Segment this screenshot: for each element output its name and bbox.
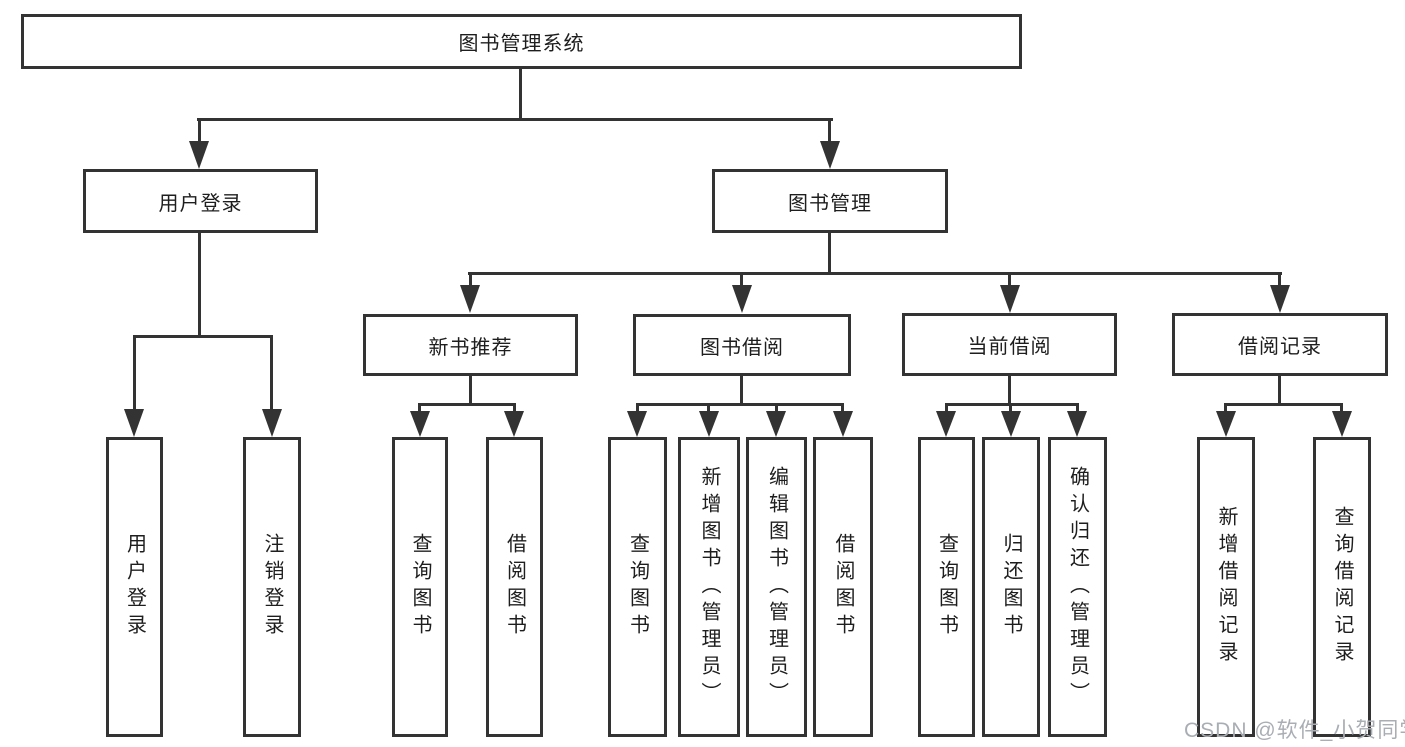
leaf-query-book-1: 查询图书 — [392, 437, 448, 737]
connector-book-mgmt-bar — [468, 272, 1282, 275]
connector-book-borrow-bar — [636, 403, 844, 406]
connector-borrow-record-bar — [1225, 403, 1343, 406]
leaf-borrow-book-1: 借阅图书 — [486, 437, 543, 737]
leaf-return-book-label: 归还图书 — [1000, 533, 1022, 641]
leaf-borrow-book-2: 借阅图书 — [813, 437, 873, 737]
arrow-to-leaf-query-record — [1332, 411, 1352, 437]
connector-new-book-bar — [419, 403, 516, 406]
leaf-confirm-return: 确认归还（管理员） — [1048, 437, 1107, 737]
arrow-to-leaf-query-book-1 — [410, 411, 430, 437]
node-user-login-label: 用户登录 — [158, 192, 243, 215]
node-user-login: 用户登录 — [83, 169, 318, 233]
arrow-to-leaf-edit-book — [766, 411, 786, 437]
arrow-to-new-book-rec — [460, 285, 480, 313]
leaf-query-book-2-label: 查询图书 — [626, 533, 649, 641]
leaf-logout-label: 注销登录 — [261, 533, 283, 641]
connector-borrow-record-stem — [1278, 376, 1281, 403]
leaf-return-book: 归还图书 — [982, 437, 1040, 737]
arrow-to-borrow-record — [1270, 285, 1290, 313]
connector-leaf-logout-drop — [270, 335, 273, 410]
connector-leaf-login-drop — [133, 335, 136, 410]
connector-leaf-drop — [636, 403, 639, 411]
arrow-to-leaf-borrow-book-2 — [833, 411, 853, 437]
leaf-edit-book: 编辑图书（管理员） — [746, 437, 807, 737]
leaf-add-record-label: 新增借阅记录 — [1215, 506, 1237, 668]
leaf-user-login-label: 用户登录 — [123, 533, 146, 641]
node-root: 图书管理系统 — [21, 14, 1022, 69]
node-new-book-rec-label: 新书推荐 — [428, 336, 513, 359]
node-borrow-record: 借阅记录 — [1172, 313, 1388, 376]
arrow-to-current-borrow — [1000, 285, 1020, 313]
connector-leaf-drop — [513, 403, 516, 411]
csdn-watermark: CSDN @软件_小贺同学 — [1184, 719, 1405, 742]
leaf-query-record: 查询借阅记录 — [1313, 437, 1371, 737]
leaf-query-book-3-label: 查询图书 — [935, 533, 958, 641]
leaf-add-record: 新增借阅记录 — [1197, 437, 1255, 737]
connector-book-mgmt-stem — [828, 233, 831, 272]
arrow-to-user-login — [189, 141, 209, 169]
leaf-edit-book-label: 编辑图书（管理员） — [765, 465, 788, 709]
arrow-to-leaf-query-book-3 — [936, 411, 956, 437]
connector-leaf-drop — [1009, 403, 1012, 411]
connector-leaf-drop — [1076, 403, 1079, 411]
node-book-borrow: 图书借阅 — [633, 314, 851, 376]
connector-leaf-drop — [707, 403, 710, 411]
leaf-add-book-label: 新增图书（管理员） — [698, 465, 720, 709]
arrow-to-leaf-return-book — [1001, 411, 1021, 437]
leaf-confirm-return-label: 确认归还（管理员） — [1066, 465, 1089, 709]
leaf-query-book-1-label: 查询图书 — [409, 533, 431, 641]
arrow-to-book-borrow — [732, 285, 752, 313]
connector-user-login-stem — [198, 233, 201, 335]
node-borrow-record-label: 借阅记录 — [1238, 336, 1322, 358]
connector-borrow-record-drop — [1278, 272, 1281, 286]
connector-user-login-bar — [133, 335, 273, 338]
arrow-to-leaf-login — [124, 409, 144, 437]
connector-book-mgmt-drop — [828, 118, 831, 142]
leaf-user-login: 用户登录 — [106, 437, 163, 737]
leaf-query-record-label: 查询借阅记录 — [1331, 506, 1353, 668]
connector-current-borrow-stem — [1008, 376, 1011, 403]
connector-new-book-drop — [469, 272, 472, 286]
node-root-label: 图书管理系统 — [458, 33, 585, 55]
arrow-to-leaf-logout — [262, 409, 282, 437]
connector-leaf-drop — [1224, 403, 1227, 411]
arrow-to-leaf-confirm-return — [1067, 411, 1087, 437]
arrow-to-leaf-add-record — [1216, 411, 1236, 437]
leaf-query-book-2: 查询图书 — [608, 437, 667, 737]
leaf-add-book: 新增图书（管理员） — [678, 437, 740, 737]
arrow-to-leaf-query-book-2 — [627, 411, 647, 437]
connector-current-borrow-drop — [1008, 272, 1011, 286]
leaf-logout: 注销登录 — [243, 437, 301, 737]
connector-leaf-drop — [841, 403, 844, 411]
connector-user-login-drop — [198, 118, 201, 142]
connector-leaf-drop — [945, 403, 948, 411]
connector-root-bar — [197, 118, 833, 121]
node-book-borrow-label: 图书借阅 — [700, 336, 784, 359]
node-current-borrow: 当前借阅 — [902, 313, 1117, 376]
arrow-to-leaf-add-book — [699, 411, 719, 437]
node-new-book-rec: 新书推荐 — [363, 314, 578, 376]
node-book-mgmt-label: 图书管理 — [788, 192, 872, 215]
connector-book-borrow-stem — [740, 376, 743, 403]
connector-leaf-drop — [1340, 403, 1343, 411]
leaf-borrow-book-2-label: 借阅图书 — [832, 533, 854, 641]
node-current-borrow-label: 当前借阅 — [967, 336, 1052, 358]
leaf-query-book-3: 查询图书 — [918, 437, 975, 737]
connector-root-stem — [519, 69, 522, 118]
node-book-mgmt: 图书管理 — [712, 169, 948, 233]
connector-book-borrow-drop — [740, 272, 743, 286]
connector-new-book-stem — [469, 376, 472, 403]
connector-leaf-drop — [775, 403, 778, 411]
leaf-borrow-book-1-label: 借阅图书 — [503, 533, 526, 641]
connector-current-borrow-bar — [945, 403, 1079, 406]
arrow-to-book-mgmt — [820, 141, 840, 169]
connector-leaf-drop — [418, 403, 421, 411]
arrow-to-leaf-borrow-book-1 — [504, 411, 524, 437]
